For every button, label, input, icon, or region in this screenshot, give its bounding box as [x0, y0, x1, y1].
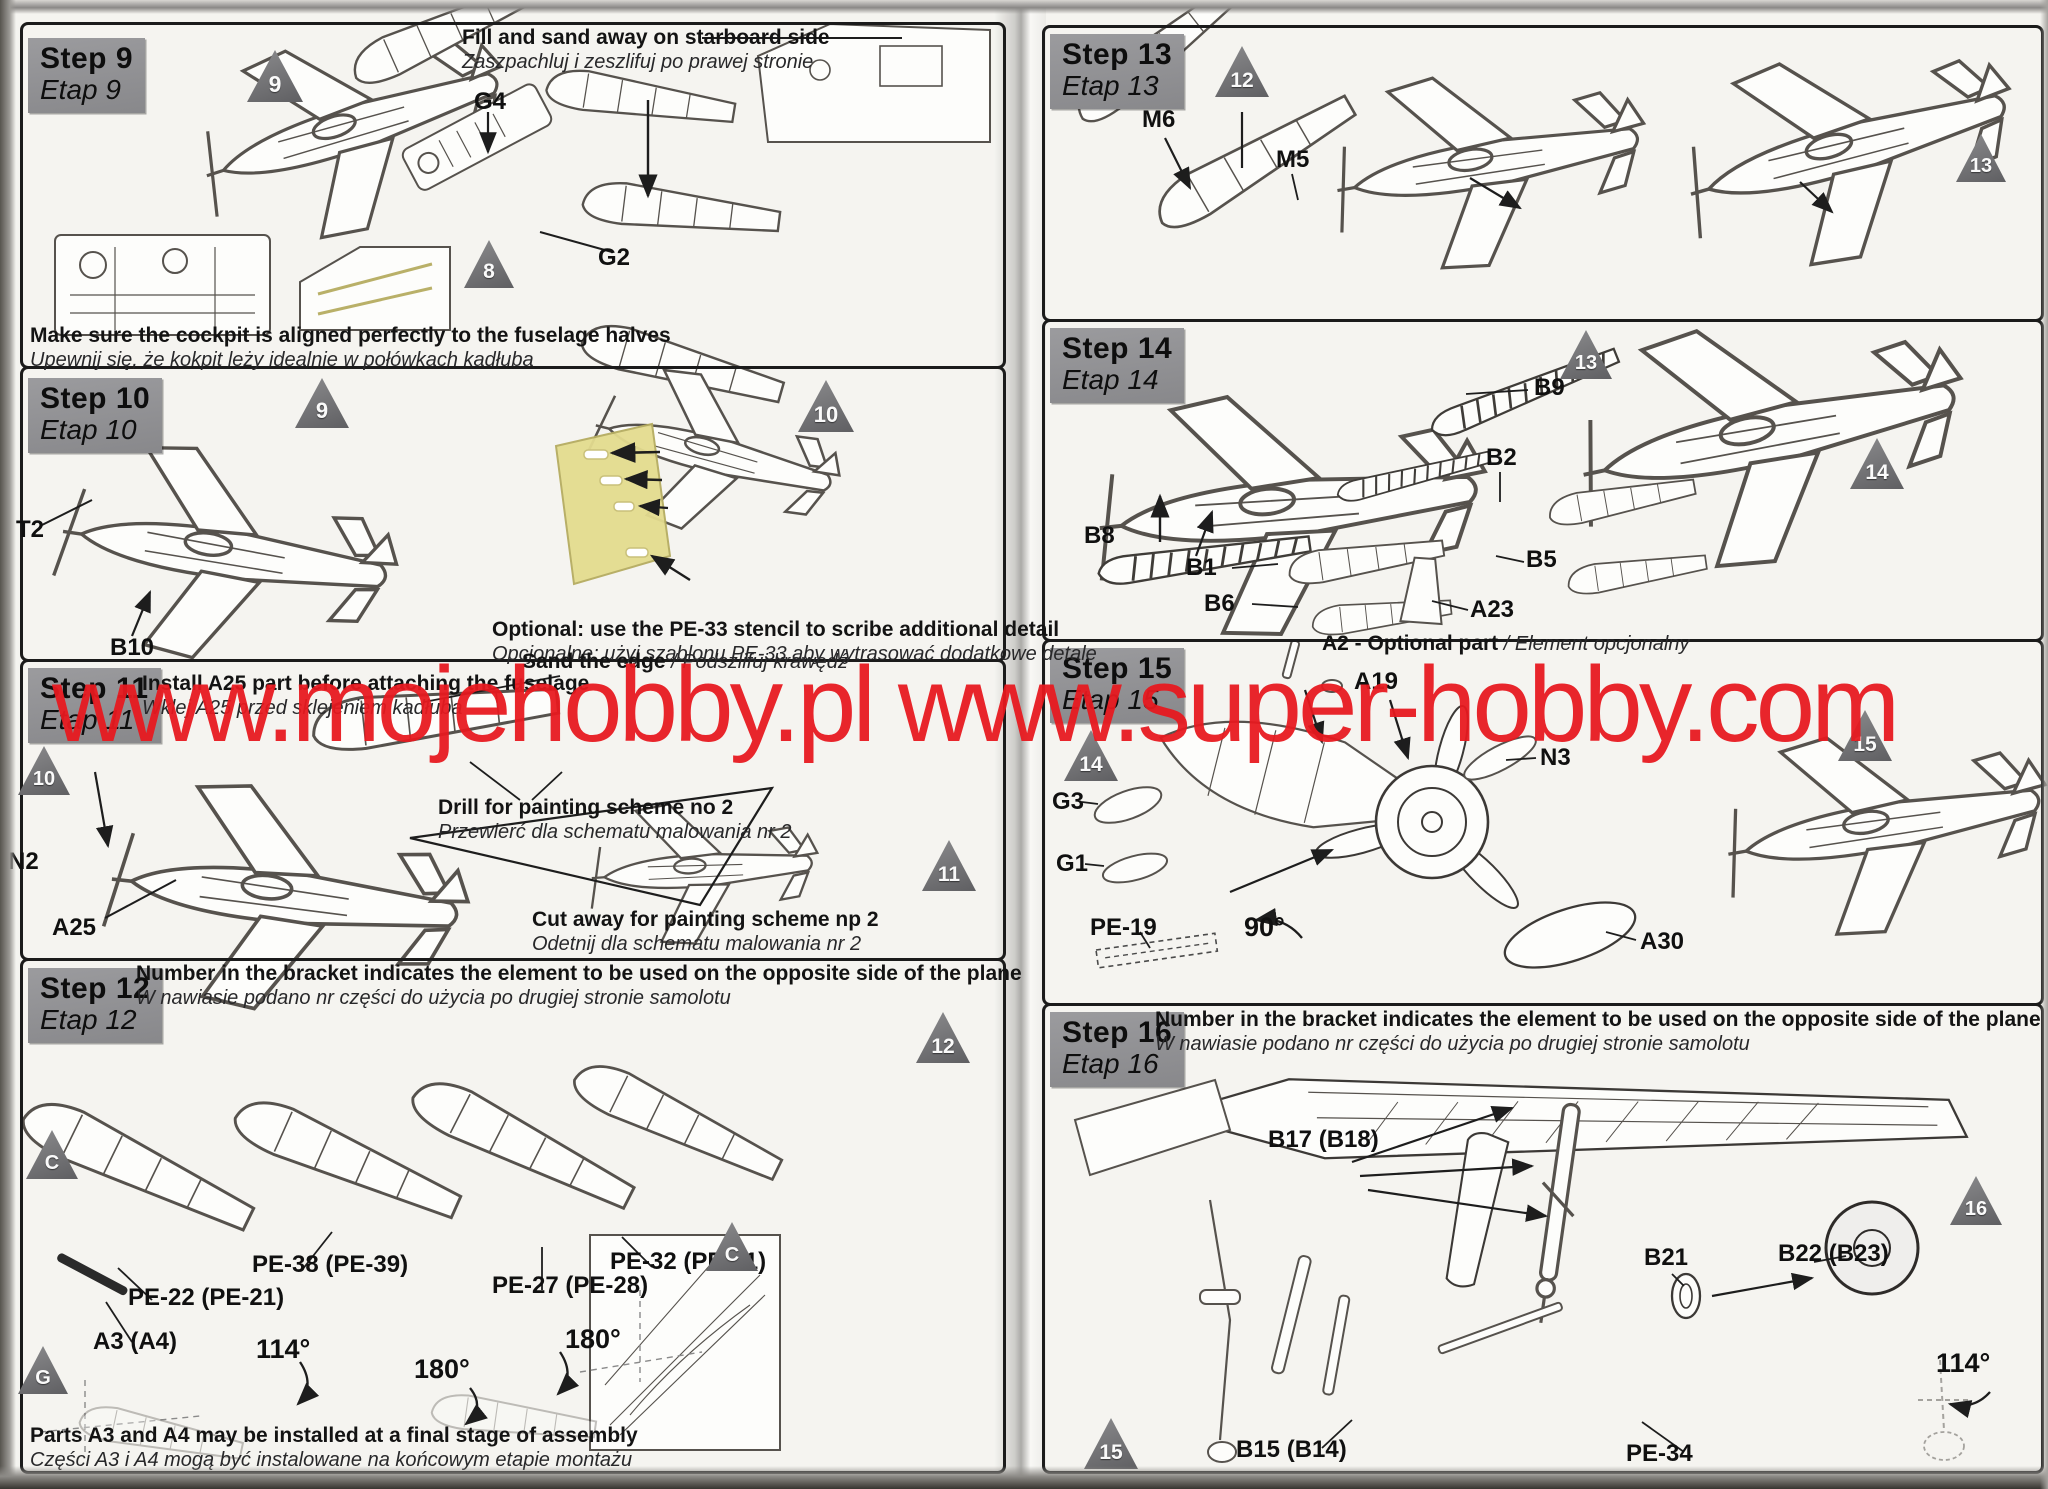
- step12-subtitle: Etap 12: [40, 1004, 137, 1036]
- step12-top-note: Number in the bracket indicates the elem…: [136, 962, 1022, 1010]
- step12-angle-114: 114°: [256, 1334, 311, 1364]
- step9-label-g2: G2: [598, 244, 631, 271]
- step16-label-b15: B15 (B14): [1236, 1436, 1347, 1463]
- step10-title: Step 10: [40, 382, 151, 415]
- step11-subtitle: Etap 11: [40, 704, 135, 736]
- step16-header: Step 16 Etap 16: [1050, 1012, 1185, 1087]
- step12-panel: [20, 958, 1006, 1474]
- step15-angle-90: 90°: [1244, 912, 1285, 942]
- step15-label-g1: G1: [1056, 850, 1089, 877]
- step15-panel: [1042, 639, 2044, 1006]
- step16-panel: [1042, 1003, 2044, 1474]
- step15-label-g3: G3: [1052, 788, 1085, 815]
- step14-label-a23: A23: [1470, 596, 1515, 623]
- step12-title: Step 12: [40, 972, 151, 1005]
- step11-sand-note: Sand the edge / Podszlifuj krawędź: [522, 650, 848, 673]
- step16-title: Step 16: [1062, 1016, 1173, 1049]
- step13-panel: [1042, 25, 2044, 322]
- step11-drill-note: Drill for painting scheme no 2 Przewierć…: [438, 796, 792, 844]
- step16-label-b17: B17 (B18): [1268, 1126, 1379, 1153]
- step16-label-b22: B22 (B23): [1778, 1240, 1889, 1267]
- step9-bottom-note: Make sure the cockpit is aligned perfect…: [30, 324, 671, 372]
- step15-optional-note: A2 - Optional part / Element opcjonalny: [1322, 632, 1690, 655]
- step14-label-b9: B9: [1534, 374, 1565, 401]
- step16-label-b21: B21: [1644, 1244, 1689, 1271]
- step12-bottom-note: Parts A3 and A4 may be installed at a fi…: [30, 1424, 638, 1472]
- step14-header: Step 14 Etap 14: [1050, 328, 1185, 403]
- step10-note: Optional: use the PE-33 stencil to scrib…: [492, 618, 1097, 666]
- step14-label-b6: B6: [1204, 590, 1235, 617]
- step13-subtitle: Etap 13: [1062, 70, 1159, 102]
- step15-label-n3: N3: [1540, 744, 1571, 771]
- step10-label-b10: B10: [110, 634, 155, 661]
- step13-label-m5: M5: [1276, 146, 1310, 173]
- step9-subtitle: Etap 9: [40, 74, 121, 106]
- step16-subtitle: Etap 16: [1062, 1048, 1159, 1080]
- step14-subtitle: Etap 14: [1062, 364, 1159, 396]
- step11-top-note: Install A25 part before attaching the fu…: [142, 672, 590, 720]
- scan-edge-left: [0, 0, 16, 1489]
- scan-edge-top: [0, 0, 2048, 14]
- step12-label-a3: A3 (A4): [93, 1328, 178, 1355]
- step9-title: Step 9: [40, 42, 134, 75]
- step14-label-b1: B1: [1186, 554, 1217, 581]
- step16-label-pe34: PE-34: [1626, 1440, 1693, 1467]
- step9-top-note: Fill and sand away on starboard side Zas…: [462, 26, 830, 74]
- step14-label-b2: B2: [1486, 444, 1517, 471]
- step9-header: Step 9 Etap 9: [28, 38, 146, 113]
- step13-title: Step 13: [1062, 38, 1173, 71]
- step15-label-a19: A19: [1354, 668, 1399, 695]
- step14-title: Step 14: [1062, 332, 1173, 365]
- step11-label-a25: A25: [52, 914, 97, 941]
- step9-label-g4: G4: [474, 88, 507, 115]
- step10-label-t2: T2: [16, 516, 45, 543]
- step10-header: Step 10 Etap 10: [28, 378, 163, 453]
- step12-angle-180b: 180°: [414, 1354, 470, 1384]
- step11-title: Step 11: [40, 672, 149, 705]
- step11-header: Step 11 Etap 11: [28, 668, 161, 743]
- step10-subtitle: Etap 10: [40, 414, 137, 446]
- step12-label-pe38: PE-38 (PE-39): [252, 1251, 409, 1278]
- step15-label-pe19: PE-19: [1090, 914, 1157, 941]
- step12-label-pe27: PE-27 (PE-28): [492, 1272, 649, 1299]
- step11-cut-note: Cut away for painting scheme np 2 Odetni…: [532, 908, 879, 956]
- step12-angle-180a: 180°: [565, 1324, 621, 1354]
- step13-label-m6: M6: [1142, 106, 1176, 133]
- step15-header: Step 15 Etap 15: [1050, 648, 1185, 723]
- step15-label-a30: A30: [1640, 928, 1685, 955]
- step15-title: Step 15: [1062, 652, 1173, 685]
- step15-subtitle: Etap 15: [1062, 684, 1159, 716]
- step11-label-n2: N2: [8, 848, 39, 875]
- step14-label-b5: B5: [1526, 546, 1557, 573]
- step13-header: Step 13 Etap 13: [1050, 34, 1185, 109]
- step16-angle-114: 114°: [1936, 1348, 1991, 1378]
- step16-top-note: Number in the bracket indicates the elem…: [1155, 1008, 2041, 1056]
- step14-label-b8: B8: [1084, 522, 1115, 549]
- step12-label-pe22: PE-22 (PE-21): [128, 1284, 285, 1311]
